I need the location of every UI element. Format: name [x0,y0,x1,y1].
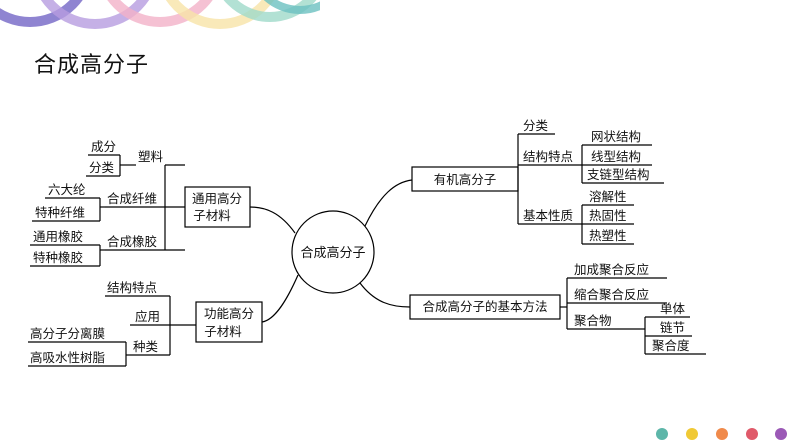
page-title: 合成高分子 [34,53,150,78]
methods-polymer-item: 链节 [660,320,685,335]
deco-arc-2 [40,0,150,29]
deco-dot [716,428,728,440]
organic-prop-item: 溶解性 [589,189,627,204]
connector-methods [359,282,411,308]
connector-functional [261,274,299,323]
general-fiber-item: 特种纤维 [35,205,85,220]
general-rubber: 合成橡胶 [107,234,157,249]
general-label-line1: 通用高分 [192,191,242,206]
functional-struct: 结构特点 [107,280,157,295]
methods-label: 合成高分子的基本方法 [422,299,547,314]
organic-prop-item: 热固性 [589,208,627,223]
methods-addition: 加成聚合反应 [574,262,649,277]
center-label: 合成高分子 [300,245,365,261]
functional-label-line1: 功能高分 [204,306,254,321]
top-decoration [0,0,320,29]
general-rubber-item: 特种橡胶 [33,250,83,265]
organic-struct-item: 线型结构 [591,149,641,164]
deco-arc-4 [165,0,275,29]
deco-dot [775,428,787,440]
general-rubber-item: 通用橡胶 [33,229,83,244]
connector-organic [364,179,413,227]
general-fiber: 合成纤维 [107,191,157,206]
deco-arc-3 [107,0,213,27]
center-node-circle [291,210,375,294]
connector-general [249,206,296,234]
deco-dot [656,428,668,440]
deco-dot [686,428,698,440]
methods-polymer: 聚合物 [574,313,612,328]
deco-dot [746,428,758,440]
organic-struct-item: 支链型结构 [587,167,650,182]
deco-arc-6 [263,0,320,14]
general-plastic-item: 成分 [91,139,116,154]
organic-classify: 分类 [523,118,549,133]
organic-label: 有机高分子 [434,172,497,187]
deco-arc-1 [0,0,83,27]
general-plastic-item: 分类 [89,160,115,175]
organic-prop-item: 热塑性 [589,228,627,243]
functional-box [195,301,263,343]
functional-type-item: 高分子分离膜 [30,326,105,341]
deco-arc-5 [223,0,317,22]
functional-application: 应用 [135,309,160,324]
general-fiber-item: 六大纶 [48,182,86,197]
general-label-line2: 子材料 [193,208,231,223]
methods-condensation: 缩合聚合反应 [574,287,649,302]
general-plastic: 塑料 [138,149,164,164]
functional-label-line2: 子材料 [204,324,242,339]
organic-struct: 结构特点 [523,149,573,164]
methods-polymer-item: 聚合度 [652,338,690,353]
functional-types: 种类 [133,339,159,354]
organic-struct-item: 网状结构 [591,129,641,144]
methods-polymer-item: 单体 [660,301,686,316]
functional-type-item: 高吸水性树脂 [30,350,105,365]
organic-props: 基本性质 [523,208,573,223]
